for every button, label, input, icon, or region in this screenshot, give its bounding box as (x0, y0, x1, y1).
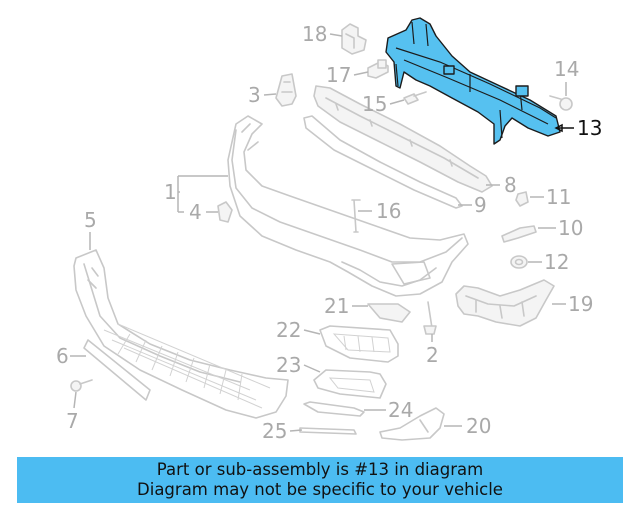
part-20-trim[interactable] (379, 407, 445, 441)
part-2-screw[interactable] (423, 301, 437, 335)
banner-line-disclaimer: Diagram may not be specific to your vehi… (137, 480, 503, 499)
part-25-molding[interactable] (299, 427, 357, 435)
leader-lines (70, 33, 574, 432)
part-13-reinforcement-bar[interactable] (385, 17, 561, 145)
callout-19[interactable]: 19 (568, 292, 593, 316)
part-15-screw[interactable] (403, 91, 427, 105)
part-12-grommet[interactable] (510, 255, 528, 269)
part-7-screw[interactable] (70, 379, 93, 392)
callout-25[interactable]: 25 (262, 419, 287, 443)
callout-11[interactable]: 11 (546, 185, 571, 209)
callout-5[interactable]: 5 (84, 208, 97, 232)
banner-line-part-number: Part or sub-assembly is #13 in diagram (156, 460, 484, 479)
part-17-clip[interactable] (367, 59, 389, 79)
part-8-absorber[interactable] (313, 85, 493, 193)
callout-8[interactable]: 8 (504, 173, 517, 197)
part-22-grille[interactable] (319, 325, 399, 363)
callout-2[interactable]: 2 (426, 343, 439, 367)
callout-14[interactable]: 14 (554, 57, 579, 81)
part-3-guide[interactable] (275, 73, 297, 107)
callout-18[interactable]: 18 (302, 22, 327, 46)
part-16-pin[interactable] (351, 199, 361, 233)
callout-1[interactable]: 1 (164, 180, 177, 204)
part-18-bracket[interactable] (341, 23, 367, 55)
callout-15[interactable]: 15 (362, 92, 387, 116)
callout-4[interactable]: 4 (189, 200, 202, 224)
part-11-clip[interactable] (515, 191, 529, 207)
part-9-strip[interactable] (303, 115, 463, 209)
part-14-bolt[interactable] (549, 95, 573, 111)
info-banner: Part or sub-assembly is #13 in diagram D… (17, 457, 623, 503)
part-4-clip[interactable] (217, 201, 233, 223)
part-23-grille[interactable] (313, 369, 387, 399)
callout-12[interactable]: 12 (544, 250, 569, 274)
callout-23[interactable]: 23 (276, 353, 301, 377)
part-5-lower-spoiler[interactable] (73, 249, 289, 419)
callout-labels: 13 18 17 3 15 14 8 9 1 4 16 11 10 12 19 … (56, 22, 602, 443)
part-1-bumper-cover[interactable] (227, 115, 469, 297)
callout-16[interactable]: 16 (376, 199, 401, 223)
callout-9[interactable]: 9 (474, 193, 487, 217)
part-19-side-bracket[interactable] (455, 279, 555, 327)
part-10-plug[interactable] (501, 225, 537, 243)
callout-21[interactable]: 21 (324, 294, 349, 318)
callout-20[interactable]: 20 (466, 414, 491, 438)
callout-3[interactable]: 3 (248, 83, 261, 107)
callout-10[interactable]: 10 (558, 216, 583, 240)
callout-22[interactable]: 22 (276, 318, 301, 342)
callout-17[interactable]: 17 (326, 63, 351, 87)
part-6-plate-bracket[interactable] (83, 339, 151, 401)
callout-24[interactable]: 24 (388, 398, 413, 422)
part-24-molding[interactable] (303, 401, 365, 417)
callout-7[interactable]: 7 (66, 409, 79, 433)
callout-6[interactable]: 6 (56, 344, 69, 368)
parts-diagram: 13 18 17 3 15 14 8 9 1 4 16 11 10 12 19 … (56, 17, 602, 443)
part-21-cap[interactable] (367, 303, 411, 323)
callout-13[interactable]: 13 (577, 116, 602, 140)
